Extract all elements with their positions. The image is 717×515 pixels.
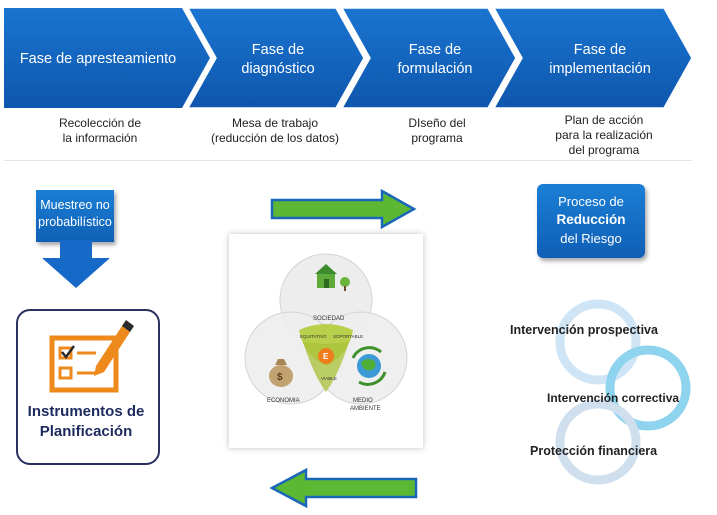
right-arrow-icon bbox=[270, 188, 417, 230]
phase-banner bbox=[4, 8, 693, 108]
instruments-label: Instrumentos de Planificación bbox=[27, 403, 145, 440]
checklist-pencil-icon bbox=[49, 320, 134, 393]
risk-line-3: del Riesgo bbox=[560, 231, 622, 246]
intervention-corrective: Intervención correctiva bbox=[547, 391, 680, 405]
phase-4-desc: Plan de acción para la realización del p… bbox=[555, 113, 653, 157]
phase-chevron-1 bbox=[4, 8, 210, 108]
intervention-financial: Protección financiera bbox=[530, 444, 658, 458]
phase-chevron-2 bbox=[187, 8, 365, 108]
money-bag-icon: $ bbox=[269, 359, 293, 387]
venn-center-badge bbox=[318, 348, 334, 364]
recycle-globe-icon bbox=[351, 346, 387, 386]
phase-2-desc: Mesa de trabajo (reducción de los datos) bbox=[210, 116, 340, 145]
venn-equitable-label: EQUITATIVO bbox=[300, 334, 327, 339]
venn-bearable-label: SOPORTABLE bbox=[333, 334, 363, 339]
phase-4-title: Fase de implementación bbox=[549, 42, 651, 77]
venn-center-label: E bbox=[323, 352, 329, 361]
phase-3-desc: DIseño del programa bbox=[408, 116, 466, 145]
phase-2-title: Fase de diagnóstico bbox=[241, 42, 315, 77]
house-icon bbox=[315, 264, 350, 291]
phase-1-desc: Recolección de la información bbox=[58, 116, 142, 145]
sustainability-venn: E $ SOCIEDAD EQUITATIVO SOPORTABLE VIABL… bbox=[244, 253, 408, 412]
venn-environment-label-2: AMBIENTE bbox=[350, 406, 381, 412]
phase-chevron-3 bbox=[341, 8, 517, 108]
venn-economy-label: ECONOMIA bbox=[267, 398, 300, 404]
venn-environment-label-1: MEDIO bbox=[353, 398, 373, 404]
sampling-label: Muestreo no probabilístico bbox=[38, 198, 112, 229]
down-arrow-icon bbox=[42, 240, 110, 288]
phase-3-title: Fase de formulación bbox=[397, 42, 473, 77]
risk-line-1: Proceso de bbox=[558, 194, 624, 209]
risk-reduction-box bbox=[537, 184, 645, 258]
svg-text:$: $ bbox=[277, 372, 283, 383]
phase-chevron-4 bbox=[493, 8, 693, 108]
venn-society-label: SOCIEDAD bbox=[313, 316, 345, 322]
description-band bbox=[4, 108, 692, 161]
venn-viable-label: VIABLE bbox=[321, 376, 337, 381]
phase-1-title: Fase de apresteamiento bbox=[19, 50, 177, 67]
intervention-prospective: Intervención prospectiva bbox=[510, 323, 658, 337]
left-arrow-icon bbox=[269, 467, 418, 509]
sampling-box bbox=[36, 190, 114, 242]
intervention-rings bbox=[555, 299, 691, 485]
risk-line-2: Reducción bbox=[556, 212, 626, 227]
